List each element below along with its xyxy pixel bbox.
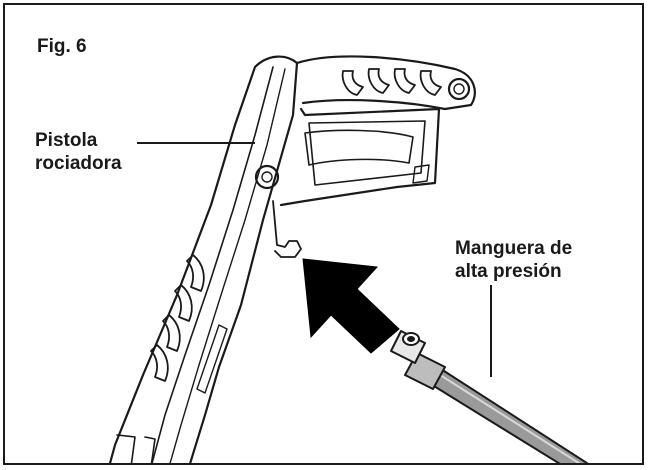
figure-label: Fig. 6 (37, 36, 87, 57)
spray-gun-drawing (108, 55, 476, 463)
gun-body-ridge (151, 66, 274, 463)
gun-body-outline (108, 55, 299, 463)
pressure-washer-illustration (108, 55, 589, 463)
body-grip-slots (150, 254, 205, 382)
hose-callout: Manguera de alta presión (455, 237, 572, 283)
hose-callout-line2: alta presión (455, 261, 562, 282)
handle-right-knob (447, 77, 471, 101)
figure-frame: Fig. 6 Pistola rociadora Manguera de alt… (3, 3, 644, 465)
handle-grip-slots (341, 68, 442, 96)
gun-inlet (272, 200, 302, 258)
hose-drawing (390, 330, 589, 463)
handle-top (295, 55, 476, 111)
pivot-knob (254, 164, 280, 190)
spray-gun-callout: Pistola rociadora (35, 129, 122, 175)
hose-callout-line1: Manguera de (455, 238, 573, 259)
spray-gun-callout-line2: rociadora (35, 153, 122, 174)
callout-lines (137, 142, 492, 377)
spray-gun-callout-line1: Pistola (35, 130, 98, 151)
body-label-plate (196, 324, 228, 394)
insert-direction-arrow (302, 258, 400, 354)
trigger-frame (279, 107, 441, 207)
trigger-lever (304, 129, 414, 166)
gun-body-ridge-2 (169, 68, 286, 463)
